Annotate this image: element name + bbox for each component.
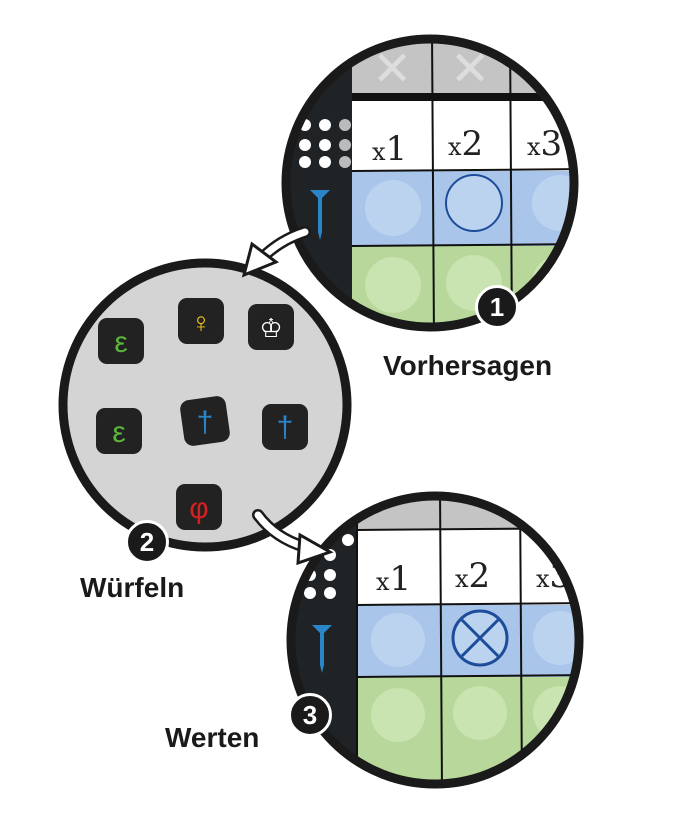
dice-zoom: ε ♀ ♔ ε † † φ: [58, 258, 352, 552]
scoresheet-zoom-scoring: x1 x2 x3: [286, 491, 584, 789]
dagger-icon: [310, 190, 330, 240]
die-blue-dagger: †: [262, 404, 308, 450]
die-yellow-ankh: ♀: [178, 298, 224, 344]
step-badge-1: 1: [475, 285, 519, 329]
svg-text:†: †: [197, 406, 214, 439]
step-label-predict: Vorhersagen: [383, 350, 553, 381]
svg-text:φ: φ: [189, 492, 208, 525]
step-badge-2: 2: [125, 520, 169, 564]
dagger-icon: [312, 625, 332, 673]
scoresheet-zoom-prediction: ✕ ✕ x1 x2 x3: [281, 34, 579, 332]
arrow-1-to-2: [241, 226, 311, 278]
svg-text:ε: ε: [112, 416, 125, 449]
step-label-score: Werten: [165, 722, 260, 753]
die-red-phi: φ: [176, 484, 222, 530]
arrow-2-to-3: [252, 509, 334, 566]
die-blue-dagger: †: [180, 396, 230, 446]
svg-text:†: †: [277, 411, 294, 444]
step-label-roll: Würfeln: [80, 572, 185, 603]
die-green-e: ε: [98, 318, 144, 364]
svg-text:ε: ε: [114, 326, 127, 359]
prediction-circle: [445, 174, 503, 232]
crossed-prediction-circle: [451, 609, 509, 667]
svg-text:♔: ♔: [259, 313, 282, 343]
step-badge-3: 3: [288, 693, 332, 737]
die-white-crown: ♔: [248, 304, 294, 350]
die-green-e: ε: [96, 408, 142, 454]
svg-text:♀: ♀: [191, 307, 212, 338]
